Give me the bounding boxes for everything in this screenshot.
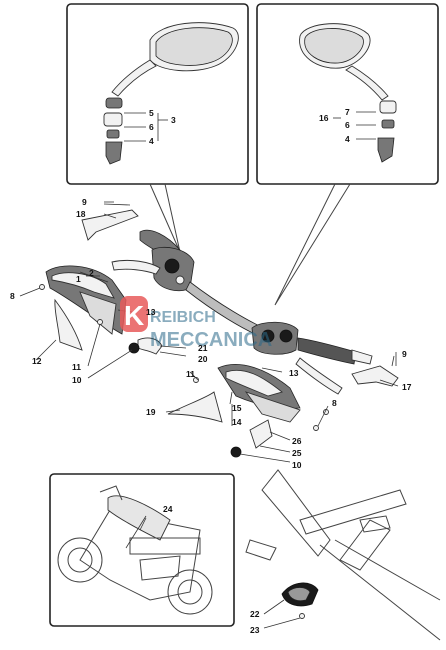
label-11b: 11 [186, 369, 195, 379]
label-13b: 13 [289, 368, 299, 378]
label-11: 11 [72, 362, 81, 372]
label-25: 25 [292, 448, 302, 458]
right-box-callout [274, 183, 351, 306]
label-13: 13 [146, 307, 156, 317]
label-22: 22 [250, 609, 260, 619]
label-7: 7 [345, 107, 350, 117]
left-mirror-box [66, 3, 249, 185]
label-26: 26 [292, 436, 302, 446]
label-5: 5 [149, 108, 154, 118]
label-16: 16 [319, 113, 329, 123]
left-handlebar-assembly [81, 203, 269, 339]
left-hand-guard [39, 265, 163, 355]
watermark: K REIBICH MECCANICA [120, 296, 272, 351]
label-9: 9 [82, 197, 87, 207]
label-23: 23 [250, 625, 260, 635]
leader-lines [19, 201, 399, 629]
label-20: 20 [198, 354, 208, 364]
left-box-callout [149, 183, 181, 253]
watermark-line-2: MECCANICA [150, 329, 272, 351]
right-hand-guard [167, 364, 329, 458]
label-8b: 8 [332, 398, 337, 408]
label-8: 8 [10, 291, 15, 301]
motorcycle-inset [49, 473, 235, 627]
label-18: 18 [76, 209, 86, 219]
frame-detail [245, 469, 441, 641]
label-19: 19 [146, 407, 156, 417]
watermark-logo-letter: K [124, 300, 144, 331]
right-mirror-box [256, 3, 439, 185]
label-6b: 6 [345, 120, 350, 130]
label-9b: 9 [402, 349, 407, 359]
label-4b: 4 [345, 134, 350, 144]
label-3: 3 [171, 115, 176, 125]
label-10: 10 [72, 375, 82, 385]
label-17: 17 [402, 382, 412, 392]
label-14: 14 [232, 417, 242, 427]
label-21: 21 [198, 343, 208, 353]
label-1: 1 [76, 274, 81, 284]
right-handlebar-assembly [251, 321, 399, 395]
label-4: 4 [149, 136, 154, 146]
label-6: 6 [149, 122, 154, 132]
label-10b: 10 [292, 460, 302, 470]
watermark-line-1: REIBICH [150, 309, 216, 326]
watermark-logo-badge [120, 296, 148, 332]
label-15: 15 [232, 403, 242, 413]
part-labels: 5 6 4 3 7 16 6 4 9 18 2 1 8 13 12 21 20 … [10, 107, 412, 635]
label-12: 12 [32, 356, 42, 366]
label-24: 24 [163, 504, 173, 514]
label-2: 2 [89, 268, 94, 278]
